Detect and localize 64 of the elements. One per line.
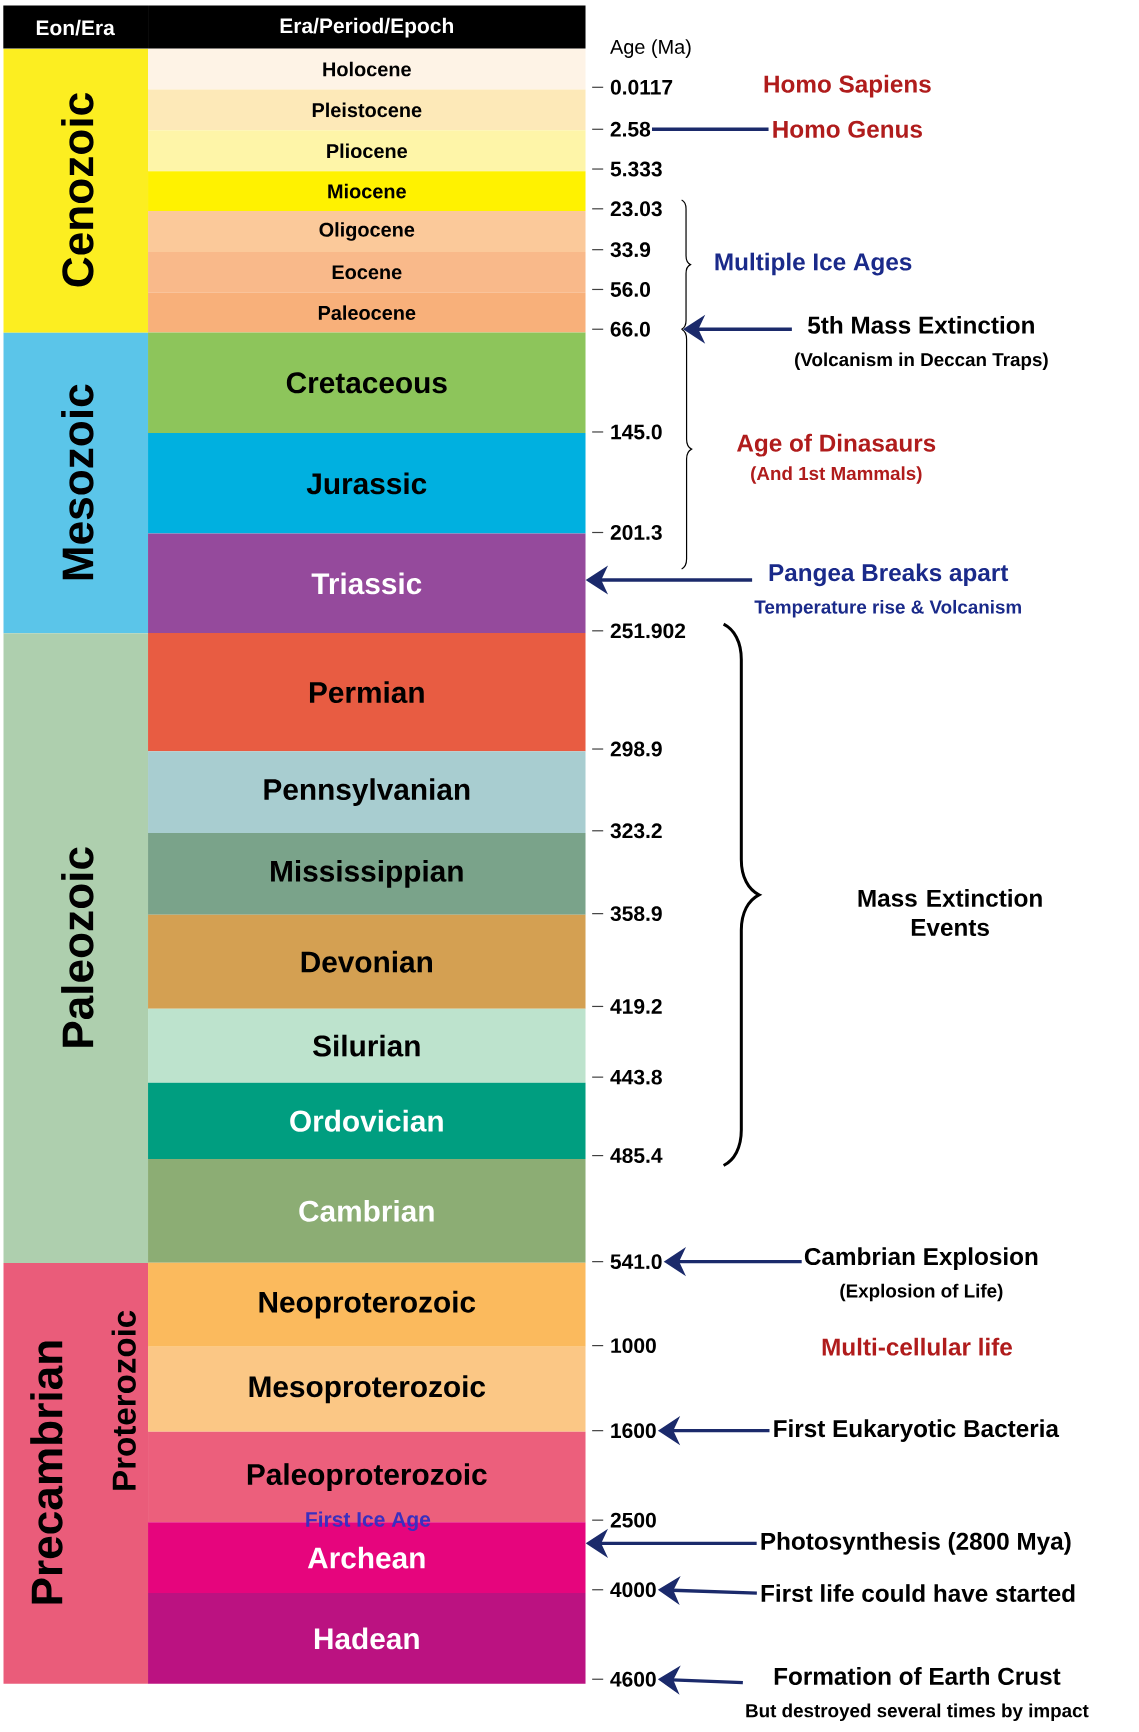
annotation: Photosynthesis (2800 Mya) [761,1532,1071,1555]
age-tick: 2.58 [591,121,651,137]
annotation: Cambrian Explosion (Explosion of Life) [804,1247,1038,1302]
period-band: Holocene [148,48,586,90]
period-band: Mesoproterozoic [148,1346,586,1432]
period-band: Hadean [148,1593,586,1684]
annotation: Homo Genus [773,120,922,138]
era-band: Precambrian Proterozoic [3,1262,149,1684]
age-tick: 23.03 [591,201,662,217]
period-band: Cretaceous [148,332,586,434]
age-tick: 1600 [591,1423,656,1439]
period-band: Oligocene [148,211,586,252]
period-band: Eocene [148,251,586,293]
annotation: Age of Dinasaurs [737,433,936,457]
age-tick: 323.2 [591,823,662,839]
age-tick: 2500 [591,1512,656,1528]
period-band: Triassic [148,533,586,634]
age-tick: 443.8 [591,1069,662,1085]
age-tick: 33.9 [591,242,651,258]
annotation: Multiple Ice Ages [715,252,912,276]
period-band: Mississippian [148,833,586,915]
period-band: Pleistocene [148,89,586,131]
era-band: Cenozoic [3,48,149,333]
age-tick: 201.3 [591,525,662,540]
header-cell: Eon/Era [3,5,149,49]
period-band: Pliocene [148,130,586,172]
period-band: Jurassic [148,433,586,534]
annotation: 5th Mass Extinction (Volcanism in Deccan Traps) [795,315,1048,370]
axis-title: Age (Ma) [610,39,691,58]
era-band: Mesozoic [3,332,149,634]
annotation: First life could have started [761,1584,1075,1602]
age-tick: 5.333 [591,161,662,177]
period-band: Paleocene [148,292,586,333]
period-band: Miocene [148,171,586,211]
age-tick: 419.2 [591,999,662,1014]
period-band: Ordovician [148,1082,586,1159]
period-band: Cambrian [148,1158,586,1263]
age-tick: 1000 [591,1338,656,1354]
annotation: Pangea Breaks apart Temperature rise & Volcanism [754,563,1021,618]
annotation: (And 1st Mammals) [751,466,922,484]
age-tick: 485.4 [591,1148,663,1163]
age-tick: 56.0 [591,282,651,297]
period-band: Devonian [148,914,586,1009]
age-tick: 4000 [591,1582,656,1598]
age-tick: 66.0 [591,321,650,337]
annotation: Multi-cellular life [822,1337,1012,1356]
connector-line [652,127,769,131]
age-tick: 358.9 [591,906,662,922]
era-band: Paleozoic [3,633,149,1263]
annotation: Homo Sapiens [764,74,931,98]
age-tick: 298.9 [591,741,662,757]
period-band: Pennsylvanian [148,751,586,833]
period-band: Permian [148,633,586,752]
age-tick: 4600 [591,1671,656,1687]
period-band: Neoproterozoic [148,1262,586,1347]
annotation: First Eukaryotic Bacteria [774,1419,1060,1442]
period-band: Silurian [148,1008,586,1083]
age-tick: 0.0117 [591,79,673,95]
annotation: Mass Extinction Events [858,889,1042,937]
node-label: Paleoproterozoic [247,1463,487,1491]
annotation: Formation of Earth Crust But destroyed several times by impact [746,1667,1089,1722]
age-tick: 541.0 [591,1254,662,1270]
age-tick: 251.902 [591,623,686,639]
age-tick: 145.0 [591,424,662,440]
